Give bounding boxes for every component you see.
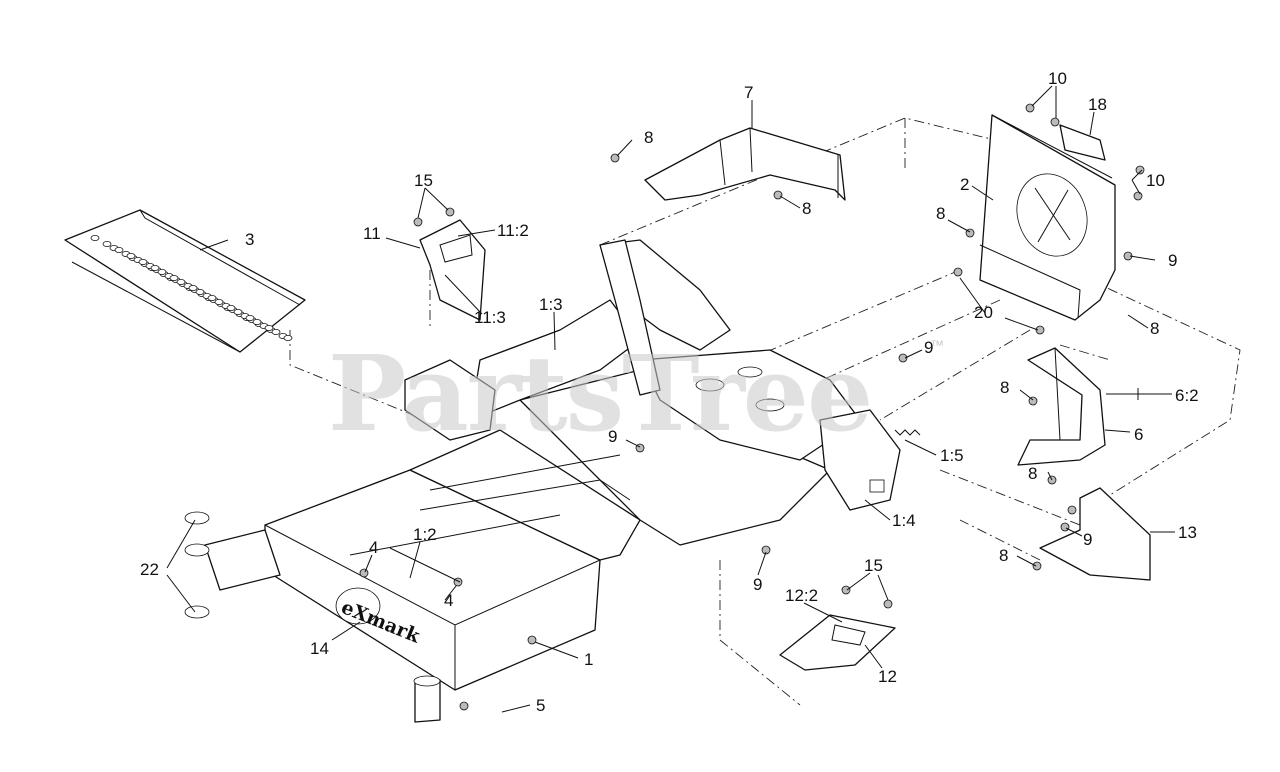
perforation-hole: [157, 268, 167, 275]
perforation-hole: [233, 308, 243, 315]
callout-4: 4: [444, 591, 453, 610]
callout-8: 8: [936, 204, 945, 223]
perforation-hole: [150, 264, 160, 271]
callout-3: 3: [245, 230, 254, 249]
callout-8: 8: [1000, 378, 1009, 397]
callout-6: 6: [1134, 425, 1143, 444]
shroud-part-7: [610, 127, 846, 201]
callout-1-4: 1:4: [892, 511, 916, 530]
perforation-hole: [90, 234, 100, 241]
perforation-hole: [102, 240, 112, 247]
perforation-hole: [271, 328, 281, 335]
perforation-hole: [226, 304, 236, 311]
callout-labels: 7 10 18 8 10 2 15 8 8 11 11:2 3 9 1:3 11…: [140, 69, 1199, 715]
callout-1-3: 1:3: [539, 295, 563, 314]
perforation-hole: [138, 258, 148, 265]
callout-10: 10: [1146, 171, 1165, 190]
perforation-hole: [207, 294, 217, 301]
callout-11: 11: [363, 224, 381, 243]
callout-14: 14: [310, 639, 329, 658]
perforation-hole: [283, 334, 293, 341]
perforation-hole: [195, 288, 205, 295]
perforation-hole: [176, 278, 186, 285]
bushings-part-22: [184, 511, 210, 619]
callout-20: 20: [974, 303, 993, 322]
cover-part-13: [1032, 487, 1151, 581]
callout-1-2: 1:2: [413, 525, 437, 544]
perforation-hole: [169, 274, 179, 281]
watermark: PartsTree: [328, 332, 871, 455]
callout-15: 15: [864, 556, 883, 575]
callout-8: 8: [644, 128, 653, 147]
callout-22: 22: [140, 560, 159, 579]
perforation-hole: [214, 298, 224, 305]
callout-4: 4: [369, 538, 378, 557]
callout-12: 12: [878, 667, 897, 686]
bracket-part-11: [413, 207, 486, 321]
callout-1-5: 1:5: [940, 446, 964, 465]
perforation-hole: [245, 314, 255, 321]
perforation-hole: [264, 324, 274, 331]
callout-8: 8: [1150, 319, 1159, 338]
main-frame-part-1: [204, 239, 921, 723]
callout-10: 10: [1048, 69, 1067, 88]
callout-18: 18: [1088, 95, 1107, 114]
rear-plate-part-2: [965, 103, 1145, 321]
callout-13: 13: [1178, 523, 1197, 542]
callout-9: 9: [1168, 251, 1177, 270]
callout-9: 9: [924, 338, 933, 357]
callout-6-2: 6:2: [1175, 386, 1199, 405]
callout-8: 8: [999, 546, 1008, 565]
perforation-hole: [114, 246, 124, 253]
callout-5: 5: [536, 696, 545, 715]
deck-plate-part-3: [64, 209, 306, 353]
watermark-trademark: ™: [930, 337, 944, 353]
callout-2: 2: [960, 175, 969, 194]
callout-8: 8: [802, 199, 811, 218]
perforation-hole: [252, 318, 262, 325]
callout-9: 9: [608, 427, 617, 446]
perforation-hole: [188, 284, 198, 291]
callout-11-2: 11:2: [497, 221, 529, 240]
callout-8: 8: [1028, 464, 1037, 483]
callout-7: 7: [744, 83, 753, 102]
callout-15: 15: [414, 171, 433, 190]
callout-12-2: 12:2: [785, 586, 818, 605]
perforation-hole: [126, 252, 136, 259]
callout-9: 9: [753, 575, 762, 594]
leader-lines: [166, 85, 1175, 713]
callout-11-3: 11:3: [474, 308, 506, 327]
callout-9: 9: [1083, 530, 1092, 549]
callout-1: 1: [584, 650, 593, 669]
